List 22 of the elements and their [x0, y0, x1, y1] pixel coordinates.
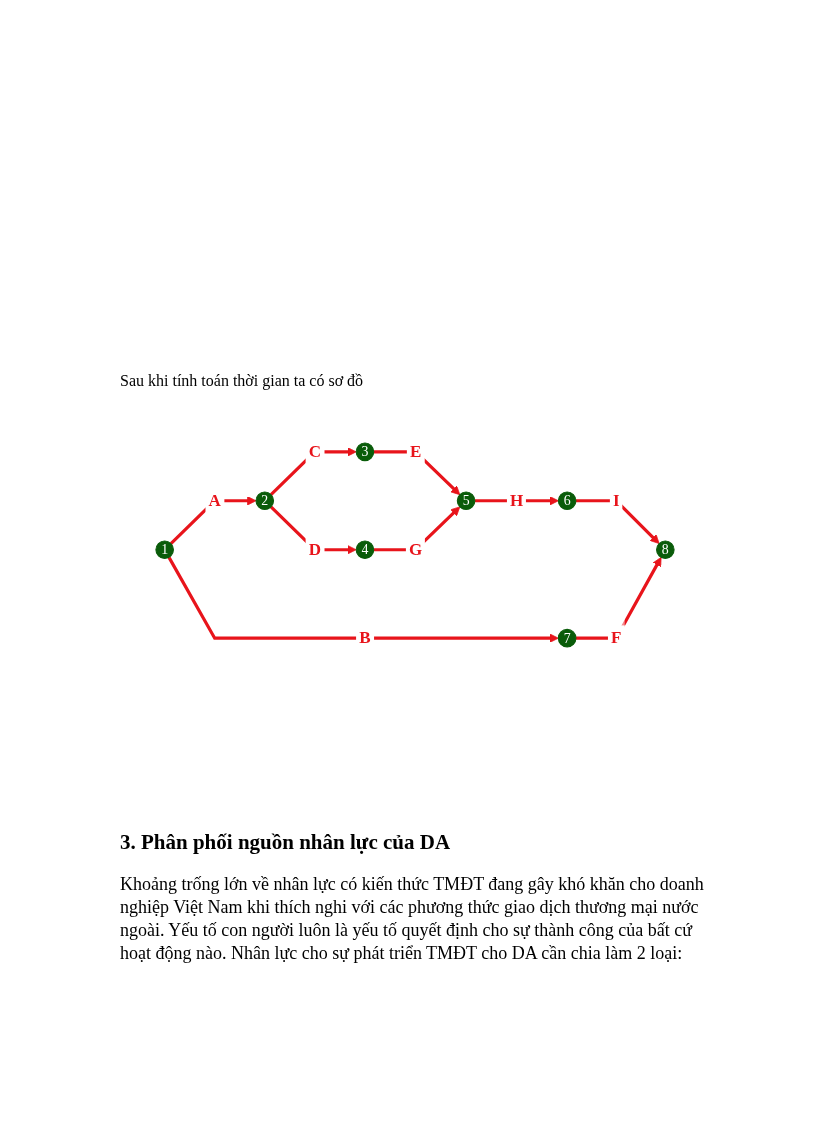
arrow [167, 556, 559, 643]
node-circle: 4 [355, 540, 375, 560]
edge-label: F [611, 628, 622, 647]
node-circle: 1 [155, 540, 174, 560]
edge-label: A [208, 491, 221, 510]
node-circle: 6 [557, 491, 577, 511]
intro-text: Sau khi tính toán thời gian ta có sơ đồ [120, 372, 365, 390]
node-circle: 8 [656, 540, 675, 560]
edge-label: I [612, 491, 620, 510]
node-circle: 5 [456, 491, 476, 511]
edge-label: B [359, 628, 371, 647]
section-heading: 3. Phân phối nguồn nhân lực của DA [120, 830, 452, 855]
edge-label: D [308, 540, 321, 559]
edge-label: E [409, 442, 422, 461]
paragraph: Khoảng trống lớn về nhân lực có kiến thức TMĐT đang gây khó khăn cho doanh nghiệp Việt Nam khi thích nghi với các phương thức giao dịch thương mại nước ngoài. Yếu tố con người luôn là yếu tố quyết định cho sự thành công của bất cứ hoạt động nào. Nhân lực cho sự phát triển TMĐT cho DA cần chia làm 2 loại: [120, 873, 705, 965]
edge-label: C [308, 442, 321, 461]
node-circle: 7 [557, 628, 577, 648]
edge-label: H [509, 491, 524, 510]
node-circle: 2 [255, 491, 275, 511]
node-circle: 3 [355, 442, 375, 462]
arrow [575, 499, 660, 544]
edge-label: G [408, 540, 423, 559]
